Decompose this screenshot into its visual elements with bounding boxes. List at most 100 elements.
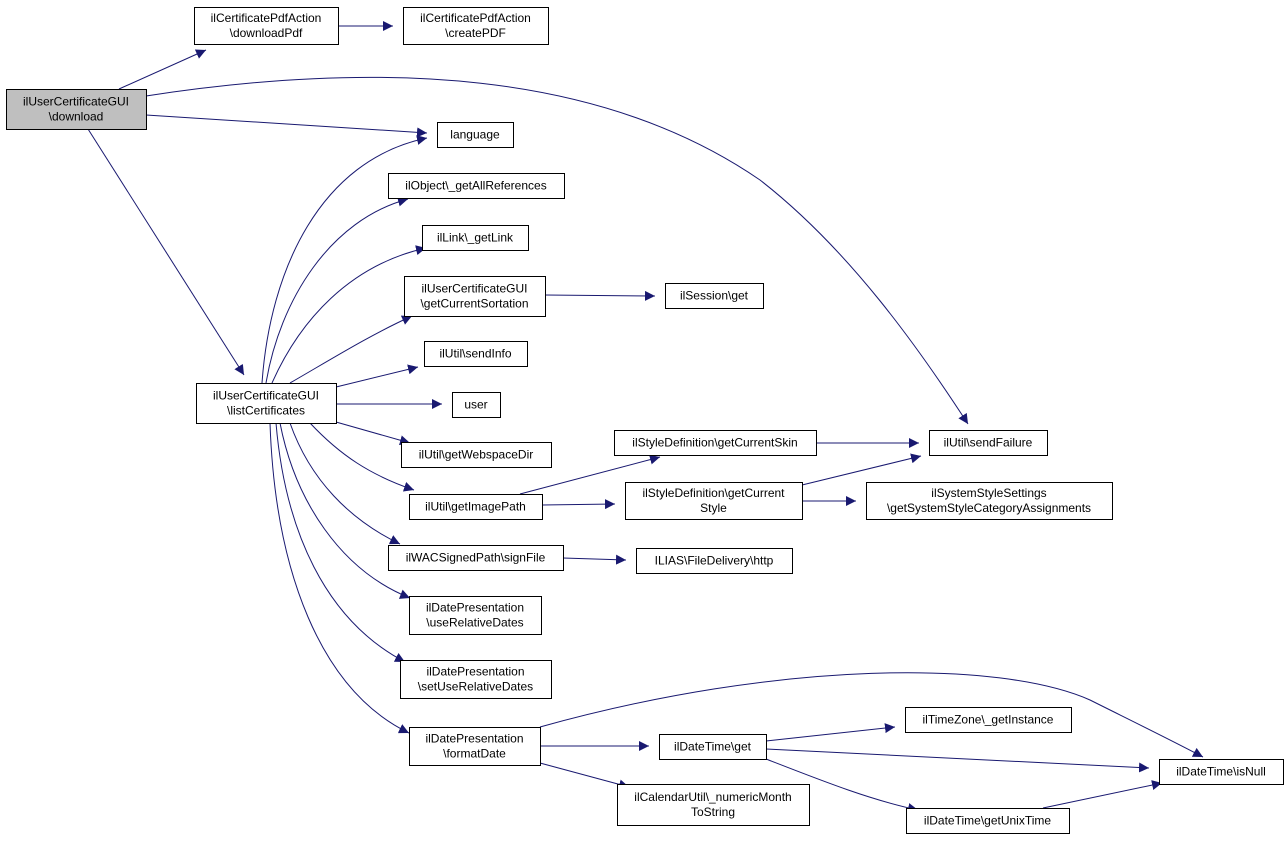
node-listCertificates[interactable]: ilUserCertificateGUI\listCertificates <box>196 383 337 424</box>
node-label: Style <box>700 501 727 515</box>
node-box <box>437 122 514 148</box>
node-box <box>625 482 803 520</box>
edge-listCertificates-to-sendInfo <box>335 364 419 388</box>
node-getWebspaceDir[interactable]: ilUtil\getWebspaceDir <box>401 442 552 468</box>
node-label: \download <box>49 110 104 124</box>
edge-download-to-listCertificates <box>87 128 245 376</box>
node-getCurrentSortation[interactable]: ilUserCertificateGUI\getCurrentSortation <box>404 276 546 317</box>
node-box <box>906 808 1070 834</box>
node-user[interactable]: user <box>452 392 501 418</box>
node-sendFailure[interactable]: ilUtil\sendFailure <box>929 430 1048 456</box>
edge-listCertificates-to-getCurrentSortation <box>289 315 413 384</box>
node-label: ilSystemStyleSettings <box>931 486 1046 500</box>
node-box <box>401 442 552 468</box>
node-box <box>617 784 810 826</box>
node-signFile[interactable]: ilWACSignedPath\signFile <box>388 545 564 571</box>
node-box <box>1159 759 1284 785</box>
node-label: \formatDate <box>443 747 506 761</box>
edge-listCertificates-to-getImagePath <box>309 422 415 492</box>
node-getLink[interactable]: ilLink\_getLink <box>422 225 529 251</box>
edge-signFile-to-http <box>562 554 627 565</box>
node-label: language <box>450 128 500 142</box>
node-label: ILIAS\FileDelivery\http <box>655 554 774 568</box>
edge-dateTimeGet-to-getInstance <box>765 723 896 742</box>
node-label: ilUtil\sendInfo <box>439 347 511 361</box>
node-label: \downloadPdf <box>230 26 303 40</box>
edge-listCertificates-to-getWebspaceDir <box>335 421 411 446</box>
node-label: ilDateTime\isNull <box>1176 765 1266 779</box>
node-label: ilDateTime\getUnixTime <box>924 814 1051 828</box>
node-box <box>403 7 549 45</box>
node-label: \listCertificates <box>227 404 305 418</box>
node-box <box>424 341 528 367</box>
node-label: ToString <box>691 805 735 819</box>
node-label: ilSession\get <box>680 289 749 303</box>
node-label: user <box>464 398 487 412</box>
node-box <box>6 89 147 130</box>
node-sendInfo[interactable]: ilUtil\sendInfo <box>424 341 528 367</box>
node-label: \setUseRelativeDates <box>418 680 533 694</box>
node-label: ilWACSignedPath\signFile <box>406 551 546 565</box>
node-isNull[interactable]: ilDateTime\isNull <box>1159 759 1284 785</box>
node-sessionGet[interactable]: ilSession\get <box>665 283 764 309</box>
edge-dateTimeGet-to-isNull <box>765 748 1150 773</box>
node-box <box>409 596 542 635</box>
node-http[interactable]: ILIAS\FileDelivery\http <box>636 548 793 574</box>
node-box <box>905 707 1072 733</box>
node-getAllReferences[interactable]: ilObject\_getAllReferences <box>388 173 565 199</box>
node-createPDF[interactable]: ilCertificatePdfAction\createPDF <box>403 7 549 45</box>
node-getCurrentSkin[interactable]: ilStyleDefinition\getCurrentSkin <box>614 430 817 456</box>
node-getImagePath[interactable]: ilUtil\getImagePath <box>409 494 543 520</box>
node-box <box>422 225 529 251</box>
node-label: ilDatePresentation <box>426 601 524 615</box>
edge-formatDate-to-isNull <box>539 672 1204 758</box>
node-label: \getCurrentSortation <box>420 297 528 311</box>
node-label: \getSystemStyleCategoryAssignments <box>887 501 1091 515</box>
node-setUseRelativeDates[interactable]: ilDatePresentation\setUseRelativeDates <box>400 660 552 699</box>
node-download[interactable]: ilUserCertificateGUI\download <box>6 89 147 130</box>
edge-listCertificates-to-getAllReferences <box>265 196 409 384</box>
node-box <box>659 734 767 760</box>
node-dateTimeGet[interactable]: ilDateTime\get <box>659 734 767 760</box>
node-box <box>196 383 337 424</box>
node-box <box>388 173 565 199</box>
node-getSystemStyleCategoryAssignments[interactable]: ilSystemStyleSettings\getSystemStyleCate… <box>866 482 1113 520</box>
node-label: ilUserCertificateGUI <box>213 389 319 403</box>
node-label: ilCertificatePdfAction <box>211 11 322 25</box>
edge-getImagePath-to-getCurrentStyle <box>541 499 616 510</box>
node-label: ilDateTime\get <box>674 740 752 754</box>
node-label: ilUtil\sendFailure <box>944 436 1033 450</box>
node-getUnixTime[interactable]: ilDateTime\getUnixTime <box>906 808 1070 834</box>
node-box <box>409 494 543 520</box>
node-box <box>194 7 339 45</box>
edge-download-to-language <box>145 114 428 138</box>
edge-download-to-sendFailure <box>145 76 969 425</box>
edge-listCertificates-to-setUseRelativeDates <box>275 422 406 663</box>
node-label: ilStyleDefinition\getCurrent <box>642 486 785 500</box>
node-getInstance[interactable]: ilTimeZone\_getInstance <box>905 707 1072 733</box>
edge-listCertificates-to-formatDate <box>269 422 410 734</box>
node-language[interactable]: language <box>437 122 514 148</box>
node-box <box>866 482 1113 520</box>
node-formatDate[interactable]: ilDatePresentation\formatDate <box>409 727 541 766</box>
node-label: ilCalendarUtil\_numericMonth <box>634 790 791 804</box>
node-box <box>452 392 501 418</box>
edge-getCurrentStyle-to-sendFailure <box>801 453 922 486</box>
node-box <box>665 283 764 309</box>
node-box <box>614 430 817 456</box>
node-label: \useRelativeDates <box>426 616 523 630</box>
edge-getImagePath-to-getCurrentSkin <box>519 454 661 495</box>
node-label: ilUtil\getImagePath <box>425 500 526 514</box>
edge-listCertificates-to-getLink <box>271 245 427 384</box>
node-useRelativeDates[interactable]: ilDatePresentation\useRelativeDates <box>409 596 542 635</box>
edge-listCertificates-to-language <box>261 135 428 384</box>
node-box <box>388 545 564 571</box>
edge-listCertificates-to-signFile <box>289 422 401 545</box>
edge-dateTimeGet-to-getUnixTime <box>765 758 919 813</box>
node-box <box>929 430 1048 456</box>
node-downloadPdf[interactable]: ilCertificatePdfAction\downloadPdf <box>194 7 339 45</box>
edge-formatDate-to-numericMonthToString <box>539 762 630 790</box>
